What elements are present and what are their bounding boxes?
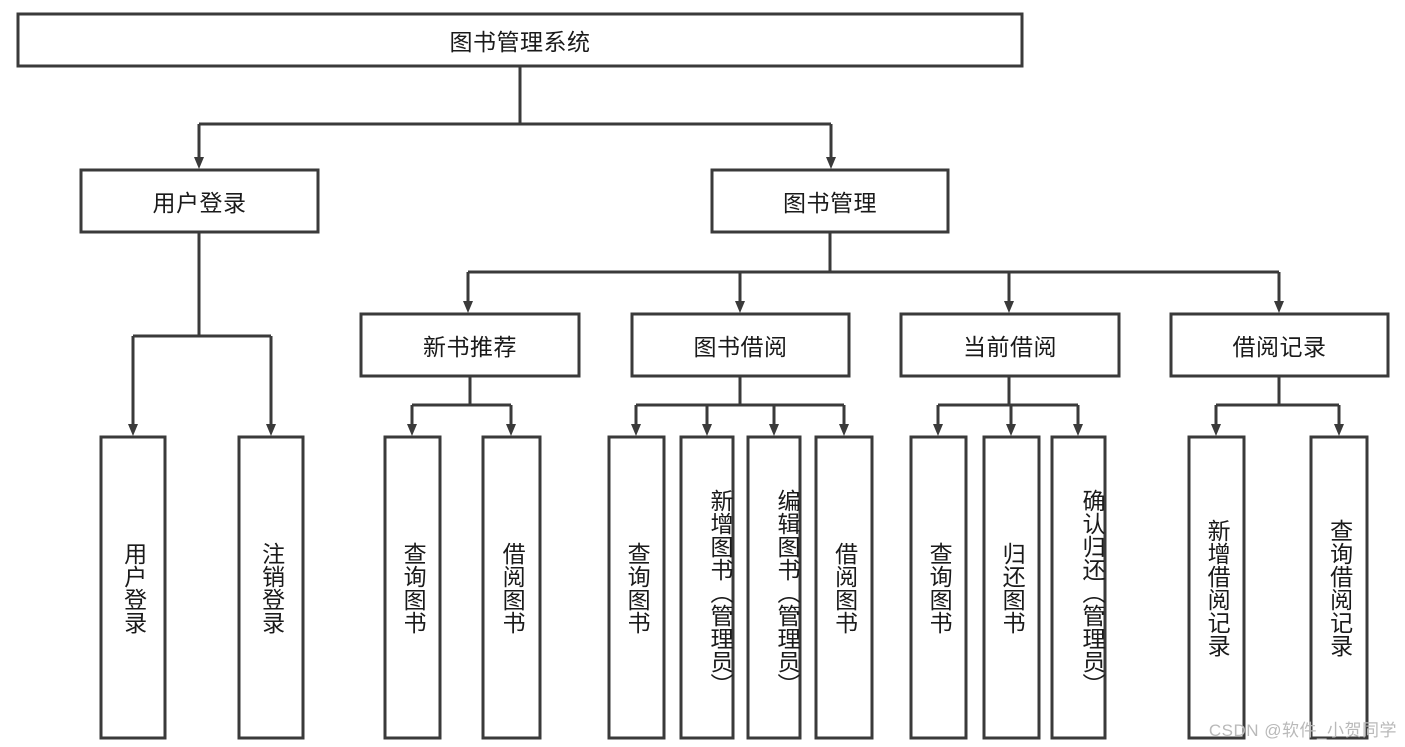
node-leaf-logout[interactable] bbox=[237, 435, 305, 740]
watermark-text: CSDN @软件_小贺同学 bbox=[1208, 721, 1397, 740]
connectors-book-management bbox=[463, 232, 1284, 313]
node-leaf-confirm-return-admin[interactable] bbox=[1050, 435, 1107, 740]
connectors-current-borrow bbox=[933, 376, 1083, 436]
node-leaf-query-book-rec[interactable] bbox=[383, 435, 442, 740]
connectors-user-login bbox=[128, 232, 276, 436]
node-leaf-query-book-current[interactable] bbox=[909, 435, 968, 740]
node-book-management[interactable] bbox=[710, 168, 950, 234]
node-rectangles bbox=[16, 12, 1390, 740]
node-leaf-return-book[interactable] bbox=[982, 435, 1041, 740]
node-user-login[interactable] bbox=[79, 168, 320, 234]
connectors-new-book bbox=[407, 376, 516, 436]
node-leaf-edit-book-admin[interactable] bbox=[746, 435, 802, 740]
node-book-borrow[interactable] bbox=[630, 312, 851, 378]
connectors-root bbox=[194, 66, 836, 169]
node-leaf-query-borrow-record[interactable] bbox=[1309, 435, 1369, 740]
node-new-book-recommend[interactable] bbox=[359, 312, 581, 378]
node-leaf-user-login[interactable] bbox=[99, 435, 167, 740]
connectors-book-borrow bbox=[631, 376, 849, 436]
node-borrow-record[interactable] bbox=[1169, 312, 1390, 378]
node-root[interactable] bbox=[16, 12, 1024, 68]
node-leaf-borrow-book[interactable] bbox=[814, 435, 874, 740]
node-leaf-add-borrow-record[interactable] bbox=[1187, 435, 1246, 740]
node-current-borrow[interactable] bbox=[899, 312, 1121, 378]
node-leaf-borrow-book-rec[interactable] bbox=[481, 435, 542, 740]
node-leaf-query-book-borrow[interactable] bbox=[607, 435, 666, 740]
node-leaf-add-book-admin[interactable] bbox=[679, 435, 735, 740]
connectors-borrow-record bbox=[1211, 376, 1344, 436]
